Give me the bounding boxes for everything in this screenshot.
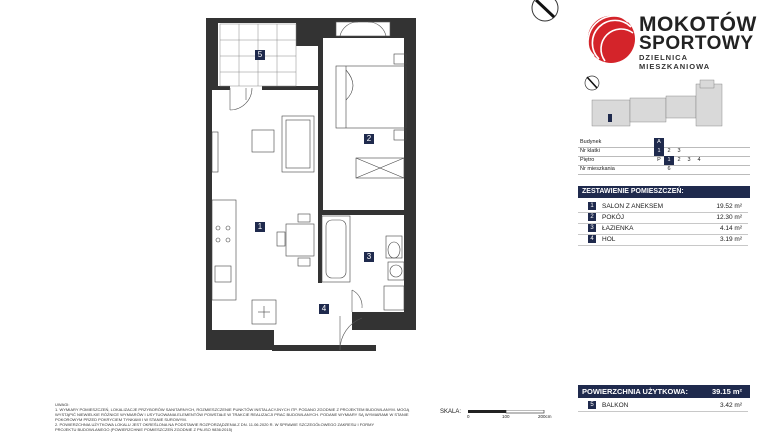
klatka-cell-2: 2 <box>667 148 671 154</box>
scale-tick-0: 0 <box>467 414 470 419</box>
notes-title: UWAGI: <box>55 402 70 407</box>
floor-plan <box>206 0 559 351</box>
notes-line: 1. WYMIARY POMIESZCZEŃ, LOKALIZACJE PRZY… <box>55 407 410 412</box>
scale-label: SKALA: <box>440 409 462 415</box>
total-area-bar: POWIERZCHNIA UŻYTKOWA: 39.15 m² <box>578 385 750 398</box>
room-number-5: 5 <box>255 50 265 60</box>
dining-table <box>276 213 315 267</box>
notes-line: WYSTĄPIĆ NIEWIELKIE RÓŻNICE WYMIARÓW I U… <box>55 412 409 417</box>
north-arrow-icon <box>531 0 559 22</box>
entry-cabinet <box>251 299 277 325</box>
brand-tagline: DZIELNICA MIESZKANIOWA <box>639 53 711 71</box>
info-row-budynek: Budynek A <box>578 138 750 148</box>
total-area-label: POWIERZCHNIA UŻYTKOWA: <box>582 387 688 396</box>
mieszkanie-cell: 6 <box>667 166 671 172</box>
brand-name-line1: MOKOTÓW <box>639 13 757 36</box>
mini-north-arrow-icon <box>584 75 600 91</box>
balcony-door <box>229 87 253 111</box>
balcony-row: 5 BALKON 3.42 m² <box>578 400 748 412</box>
room-number-4: 4 <box>319 304 329 314</box>
info-row-pietro: Piętro P 1 2 3 4 <box>578 156 750 166</box>
summary-title: ZESTAWIENIE POMIESZCZEŃ: <box>578 186 750 198</box>
notes-line: POKOROWYM PRZED POKRYCIEM TYNKAMI I W ST… <box>55 417 187 422</box>
klatka-cell-1: 1 <box>654 147 664 156</box>
scale-tick-100: 100 <box>502 414 510 419</box>
bathroom-fixtures <box>321 215 405 311</box>
pietro-cell-4: 4 <box>697 157 701 163</box>
budynek-cell: A <box>654 138 664 147</box>
pietro-cell-p: P <box>657 157 661 163</box>
room-number-2: 2 <box>364 134 374 144</box>
scale-tick-200: 200cm <box>538 414 552 419</box>
room-number-1: 1 <box>255 222 265 232</box>
window <box>335 21 391 37</box>
scale-bar <box>468 410 545 414</box>
bed <box>335 53 407 141</box>
brand-name-line2: SPORTOWY <box>639 33 754 54</box>
info-panel: MOKOTÓW SPORTOWY DZIELNICA MIESZKANIOWA … <box>578 0 760 428</box>
kitchen-counter <box>211 131 237 301</box>
summary-row: 2 POKÓJ 12.30 m² <box>578 212 748 224</box>
entrance-door <box>339 316 363 351</box>
info-row-mieszkanie: Nr mieszkania 6 <box>578 165 750 175</box>
room-number-3: 3 <box>364 252 374 262</box>
summary-row: 3 ŁAZIENKA 4.14 m² <box>578 223 748 235</box>
klatka-cell-3: 3 <box>677 148 681 154</box>
sofa <box>251 115 315 173</box>
total-area-value: 39.15 m² <box>711 387 742 396</box>
walls <box>206 18 416 351</box>
balcony-floor <box>219 23 297 87</box>
summary-row: 1 SALON Z ANEKSEM 19.52 m² <box>578 201 748 213</box>
bathroom-door <box>351 289 363 312</box>
pietro-cell-3: 3 <box>687 157 691 163</box>
wardrobe <box>355 157 405 179</box>
pietro-cell-2: 2 <box>677 157 681 163</box>
logo-icon <box>586 14 635 63</box>
summary-row: 4 HOL 3.19 m² <box>578 234 748 246</box>
pietro-cell-1: 1 <box>664 156 674 165</box>
site-plan <box>584 75 723 127</box>
notes-line: 2. POWIERZCHNIA UŻYTKOWA LOKALU JEST OKR… <box>55 422 375 427</box>
